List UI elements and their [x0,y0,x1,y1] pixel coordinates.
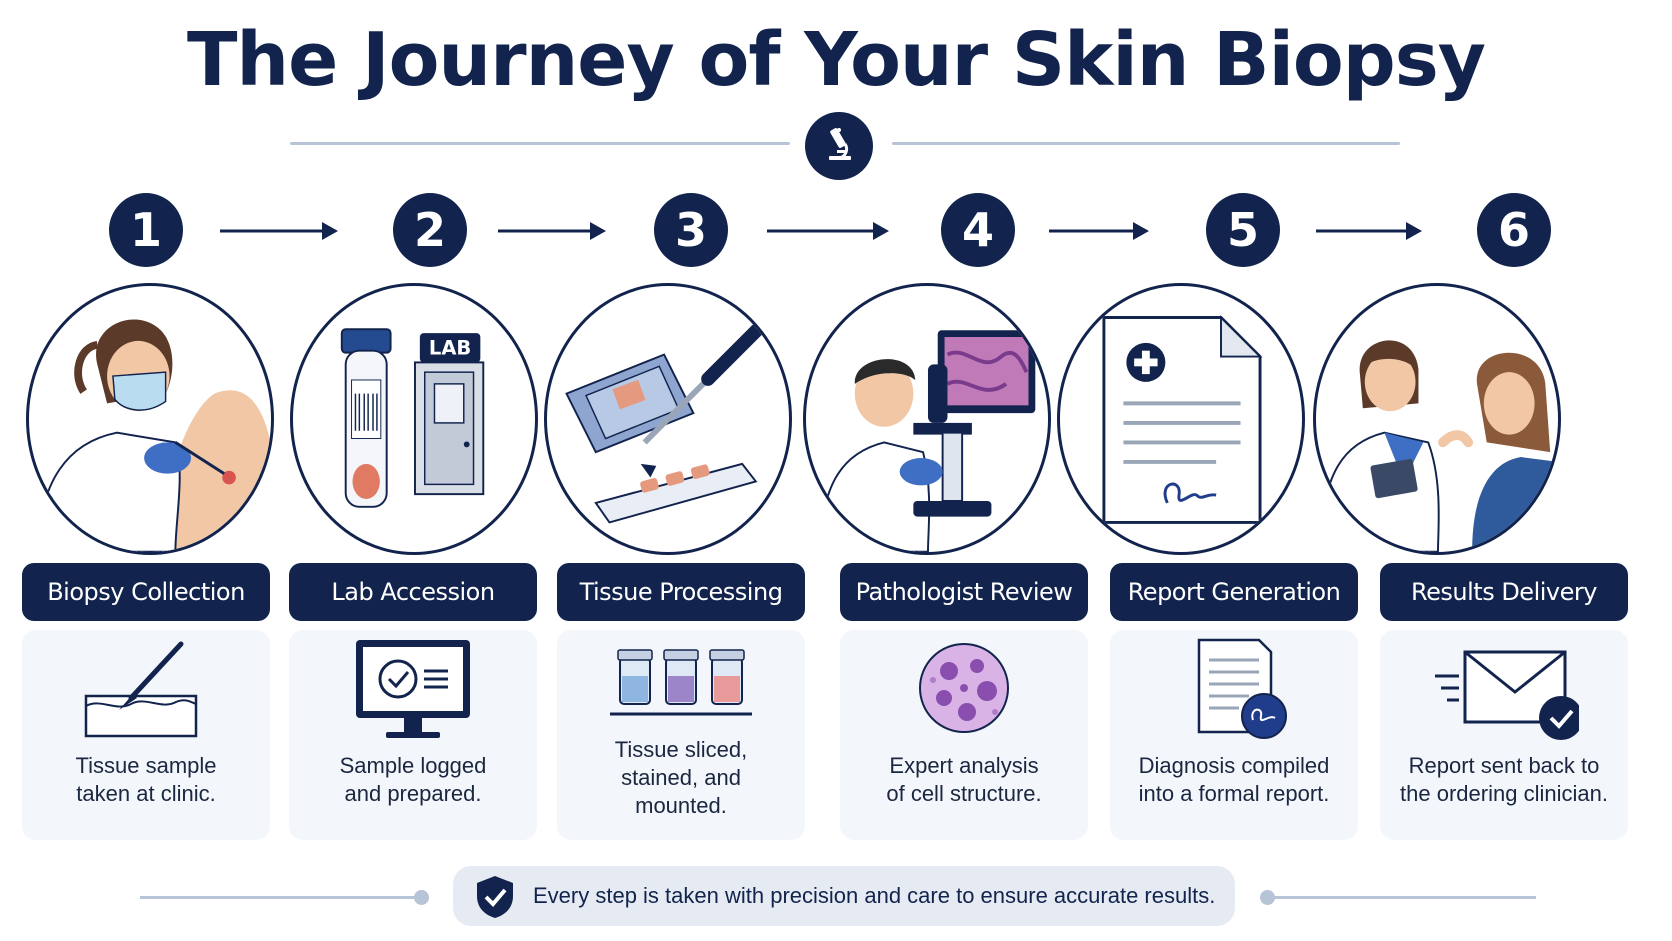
step-3-number: 3 [654,193,728,267]
monitor-checklist-icon [356,640,470,738]
step-2-label: Lab Accession [289,563,537,621]
arrow-right-icon [1316,222,1422,240]
arrow-right-icon [498,222,606,240]
title-divider-right [892,142,1400,145]
step-4-number: 4 [941,193,1015,267]
step-6-illustration [1313,283,1561,555]
step-1-number: 1 [109,193,183,267]
lab-sign: LAB [429,337,471,360]
step-4-description: Expert analysis of cell structure. [886,753,1042,806]
step-2-card: Sample logged and prepared. [289,630,537,840]
step-4-illustration [803,283,1051,555]
step-3-label: Tissue Processing [557,563,805,621]
step-1-description: Tissue sample taken at clinic. [75,753,217,806]
footer-banner: Every step is taken with precision and c… [453,866,1235,926]
scalpel-skin-icon [84,641,198,738]
cell-icon [919,643,1009,733]
step-1-card: Tissue sample taken at clinic. [22,630,270,840]
signed-report-icon [1197,638,1287,739]
step-3-description: Tissue sliced, stained, and mounted. [614,737,748,818]
footer-dot-right [1260,890,1275,905]
footer-divider-left [140,896,420,899]
stain-vials-icon [610,649,752,716]
step-1-label: Biopsy Collection [22,563,270,621]
arrow-right-icon [220,222,338,240]
step-6-card: Report sent back to the ordering clinici… [1380,630,1628,840]
step-2-description: Sample logged and prepared. [339,753,487,806]
step-5-description: Diagnosis compiled into a formal report. [1138,753,1330,806]
arrow-right-icon [1049,222,1149,240]
title-divider-left [290,142,790,145]
footer-text: Every step is taken with precision and c… [533,883,1216,908]
step-3-illustration [544,283,792,555]
page-title: The Journey of Your Skin Biopsy [186,17,1486,103]
step-4-label: Pathologist Review [840,563,1088,621]
step-3-card: Tissue sliced, stained, and mounted. [557,630,805,840]
microscope-icon [805,112,873,180]
step-2-illustration: LAB [290,283,538,555]
footer-dot-left [414,890,429,905]
step-5-illustration [1057,283,1305,555]
step-6-number: 6 [1477,193,1551,267]
step-6-label: Results Delivery [1380,563,1628,621]
step-4-card: Expert analysis of cell structure. [840,630,1088,840]
shield-check-icon [477,876,513,918]
step-5-number: 5 [1206,193,1280,267]
step-5-label: Report Generation [1110,563,1358,621]
step-6-description: Report sent back to the ordering clinici… [1400,753,1608,806]
step-2-number: 2 [393,193,467,267]
step-1-illustration [26,283,274,555]
step-5-card: Diagnosis compiled into a formal report. [1110,630,1358,840]
envelope-check-icon [1435,650,1579,740]
arrow-right-icon [767,222,889,240]
footer-divider-right [1268,896,1536,899]
